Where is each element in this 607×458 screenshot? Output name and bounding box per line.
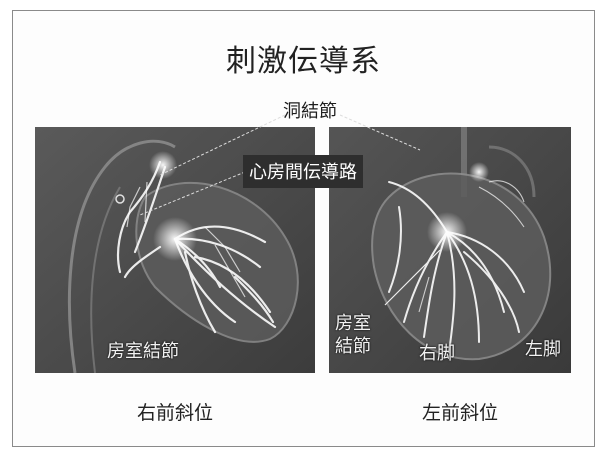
av-node-label-rao: 房室結節 bbox=[107, 341, 179, 364]
heart-illustration-lao: 房室 結節 右脚 左脚 bbox=[329, 127, 571, 373]
internodal-pathway-callout: 心房間伝導路 bbox=[243, 155, 363, 188]
right-bundle-label: 右脚 bbox=[419, 343, 455, 366]
slide-title: 刺激伝導系 bbox=[0, 36, 607, 80]
caption-lao: 左前斜位 bbox=[380, 398, 540, 425]
caption-rao: 右前斜位 bbox=[95, 398, 255, 425]
av-node-label-lao-line1: 房室 bbox=[335, 313, 371, 336]
left-bundle-label: 左脚 bbox=[525, 339, 561, 362]
av-node-label-lao: 房室 結節 bbox=[335, 313, 371, 358]
av-node-label-lao-line2: 結節 bbox=[335, 336, 371, 359]
sa-node-callout: 洞結節 bbox=[283, 97, 337, 123]
